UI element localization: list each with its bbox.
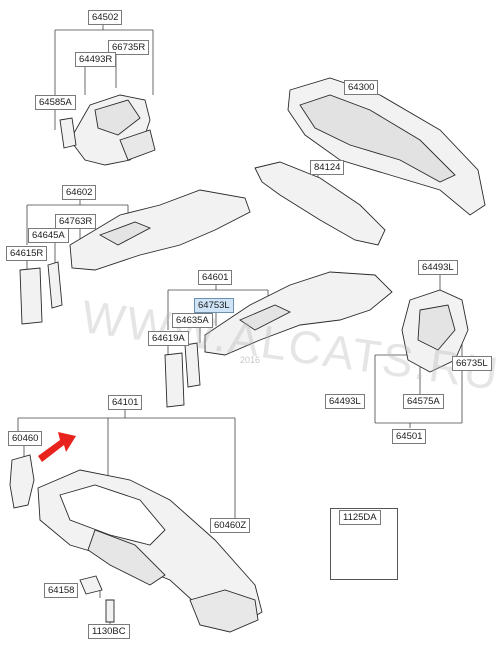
part-label-60460Z[interactable]: 60460Z — [210, 518, 251, 533]
part-label-64753L[interactable]: 64753L — [194, 298, 234, 313]
part-label-1125DA[interactable]: 1125DA — [339, 510, 381, 525]
part-label-66735L[interactable]: 66735L — [452, 356, 492, 371]
part-label-64602[interactable]: 64602 — [62, 185, 97, 200]
part-label-64501[interactable]: 64501 — [392, 429, 427, 444]
part-label-64493L-top[interactable]: 64493L — [418, 260, 458, 275]
part-label-66735R[interactable]: 66735R — [108, 40, 150, 55]
part-label-64300[interactable]: 64300 — [344, 80, 379, 95]
part-label-64645A[interactable]: 64645A — [28, 228, 69, 243]
part-label-64615R[interactable]: 64615R — [6, 246, 48, 261]
part-label-64635A[interactable]: 64635A — [172, 313, 213, 328]
red-arrow-icon — [38, 432, 76, 462]
part-label-64101[interactable]: 64101 — [108, 395, 143, 410]
part-label-64158[interactable]: 64158 — [44, 583, 79, 598]
part-label-64601[interactable]: 64601 — [198, 270, 233, 285]
part-label-64575A[interactable]: 64575A — [403, 394, 444, 409]
part-label-64493R[interactable]: 64493R — [75, 52, 117, 67]
watermark-year: 2016 — [240, 355, 261, 365]
part-label-60460[interactable]: 60460 — [8, 431, 43, 446]
part-shapes — [9, 77, 486, 633]
part-label-84124[interactable]: 84124 — [310, 160, 345, 175]
part-label-64763R[interactable]: 64763R — [55, 214, 97, 229]
part-label-1130BC[interactable]: 1130BC — [88, 624, 130, 639]
part-label-64585A[interactable]: 64585A — [35, 95, 76, 110]
part-label-64502[interactable]: 64502 — [88, 10, 123, 25]
part-label-64493L-bottom[interactable]: 64493L — [325, 394, 365, 409]
part-label-64619A[interactable]: 64619A — [148, 331, 189, 346]
